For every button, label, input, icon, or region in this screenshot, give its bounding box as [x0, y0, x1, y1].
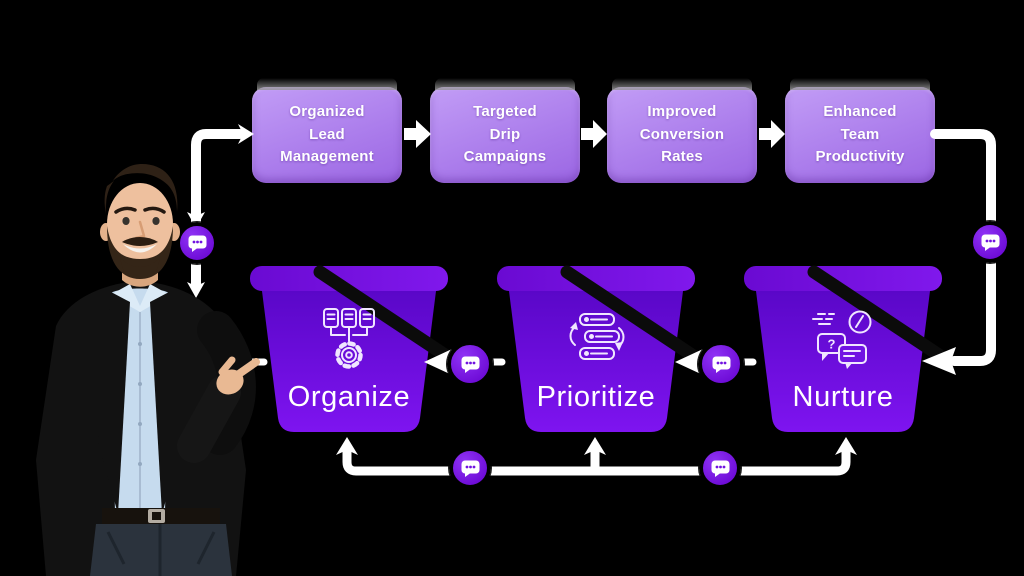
bucket-nurture: ? Nurture — [744, 265, 955, 436]
arrowhead-up-icon — [835, 437, 857, 455]
svg-text:?: ? — [828, 337, 836, 352]
chat-bubble-icon — [461, 356, 479, 373]
benefit-box-organized-lead-management: Organized Lead Management — [252, 78, 402, 183]
reorder-tasks-icon — [569, 313, 625, 360]
chat-bubble-badge — [449, 447, 491, 489]
bucket-prioritize: Prioritize — [497, 265, 708, 436]
flow-arrow-icon — [759, 120, 785, 148]
chat-bubble-icon — [461, 460, 479, 477]
chat-bubble-badge — [447, 341, 493, 387]
chat-bubble-badge — [969, 221, 1011, 263]
chat-bubble-badge — [699, 447, 741, 489]
chat-bubble-icon — [981, 234, 999, 251]
chat-clock-icon: ? — [812, 310, 872, 369]
bucket-label: Prioritize — [536, 381, 656, 413]
connector-bottom-loop — [342, 447, 851, 476]
bucket-organize: Organize — [250, 265, 461, 436]
benefit-box-targeted-drip-campaigns: Targeted Drip Campaigns — [430, 78, 580, 183]
database-gear-icon — [323, 308, 375, 369]
benefit-box-improved-conversion-rates: Improved Conversion Rates — [607, 78, 757, 183]
bucket-shape — [497, 265, 708, 432]
flow-arrow-icon — [581, 120, 607, 148]
benefit-box-label: Targeted Drip Campaigns — [463, 103, 547, 166]
benefit-box-label: Enhanced Team Productivity — [815, 103, 905, 166]
bucket-label: Organize — [287, 381, 411, 413]
flow-arrow-icon — [404, 120, 431, 148]
benefit-box-label: Organized Lead Management — [280, 103, 374, 166]
chat-bubble-icon — [712, 356, 730, 373]
arrowhead-up-icon — [336, 437, 358, 455]
chat-bubble-badge — [698, 341, 744, 387]
chat-bubble-icon — [711, 460, 729, 477]
benefit-box-label: Improved Conversion Rates — [639, 103, 725, 166]
presenter-person — [36, 164, 260, 576]
benefit-box-enhanced-team-productivity: Enhanced Team Productivity — [785, 78, 935, 183]
arrowhead-up-icon — [584, 437, 606, 455]
bucket-shape — [250, 265, 461, 432]
bucket-label: Nurture — [792, 381, 894, 413]
